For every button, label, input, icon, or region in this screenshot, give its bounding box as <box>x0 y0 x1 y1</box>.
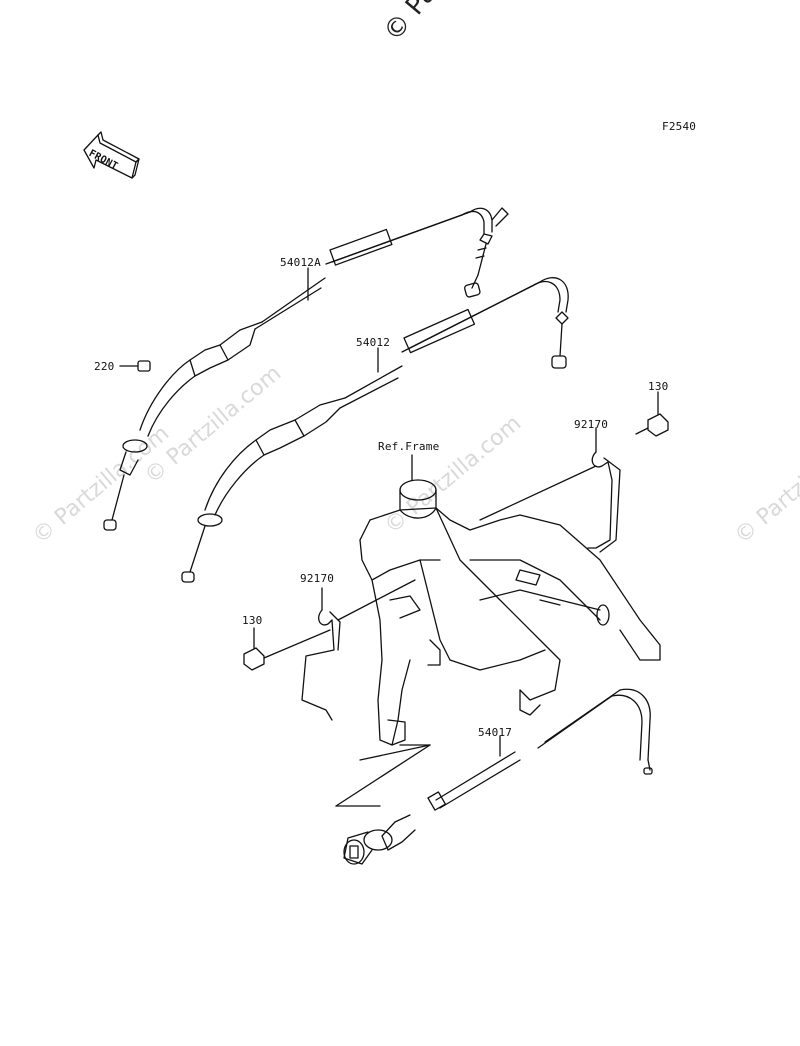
clamp-92170-top <box>479 427 621 553</box>
label-54012: 54012 <box>356 336 391 349</box>
label-220: 220 <box>94 360 115 373</box>
figure-code: F2540 <box>662 120 697 133</box>
label-130-left: 130 <box>242 614 263 627</box>
clamp-92170-left <box>301 579 416 721</box>
bolt-220 <box>119 360 151 372</box>
cable-54012 <box>181 277 569 583</box>
ref-frame-label: Ref.Frame <box>378 440 440 453</box>
bolt-130-top <box>635 391 669 437</box>
label-130-top: 130 <box>648 380 669 393</box>
cable-54012A <box>103 207 509 531</box>
label-54017: 54017 <box>478 726 513 739</box>
frame-structure <box>359 454 661 746</box>
label-54012A: 54012A <box>280 256 321 269</box>
front-arrow-icon <box>83 131 140 179</box>
label-92170-left: 92170 <box>300 572 335 585</box>
cable-54017 <box>335 688 653 865</box>
bolt-130-left <box>243 627 331 671</box>
label-92170-top: 92170 <box>574 418 609 431</box>
